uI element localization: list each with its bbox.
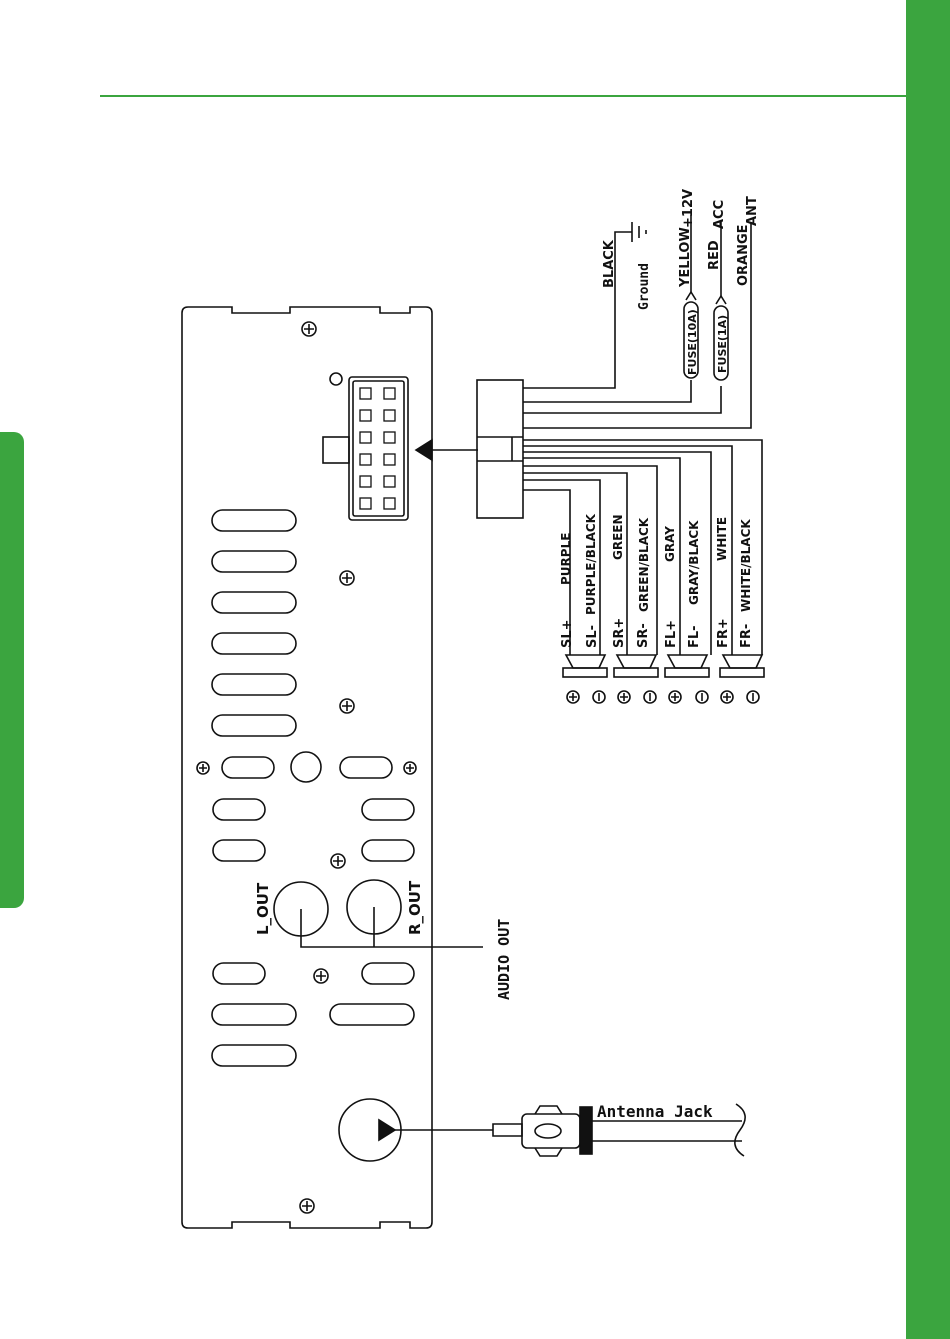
minus-terminal-icon [593, 691, 605, 703]
l-out-label: L_OUT [254, 882, 272, 935]
speaker-icon [563, 655, 607, 677]
antenna-jack-label: Antenna Jack [597, 1102, 713, 1121]
speaker-pos-color-label: GRAY [663, 526, 677, 562]
speaker-neg-term-label: SL- [585, 625, 600, 648]
speaker-neg-term-label: SR- [636, 623, 651, 648]
speaker-icon [720, 655, 764, 677]
speaker-pos-color-label: GREEN [611, 514, 625, 560]
speaker-pos-term-label: FL+ [664, 620, 679, 648]
fuse-1a-label: FUSE(1A) [716, 315, 729, 373]
screw-icon [340, 699, 354, 713]
black-wire-label: BLACK [602, 239, 617, 288]
speaker-pos-color-label: WHITE [715, 517, 729, 561]
speaker-pos-term-label: SL+ [560, 619, 575, 648]
plus-terminal-icon [567, 691, 579, 703]
orange-wire-label: ORANGE [736, 224, 751, 286]
screw-icon [314, 969, 328, 983]
screw-icon [331, 854, 345, 868]
audio-out-jacks [274, 880, 483, 947]
acc-label: ACC [712, 200, 727, 229]
ground-label: Ground [637, 263, 652, 310]
minus-terminal-icon [747, 691, 759, 703]
plus-terminal-icon [669, 691, 681, 703]
vent-slots [212, 510, 414, 1066]
minus-terminal-icon [696, 691, 708, 703]
speaker-icon [614, 655, 658, 677]
speaker-neg-color-label: GRAY/BLACK [687, 520, 701, 605]
plus-terminal-icon [721, 691, 733, 703]
audio-out-label: AUDIO OUT [495, 919, 513, 1000]
fuse-10a-label: FUSE(10A) [686, 309, 699, 375]
plus12v-label: +12V [681, 189, 696, 228]
speaker-neg-term-label: FL- [687, 625, 702, 648]
speaker-icons [563, 655, 764, 677]
plus-terminal-icon [618, 691, 630, 703]
red-wire-label: RED [707, 240, 722, 270]
speaker-neg-color-label: WHITE/BLACK [739, 519, 753, 612]
ant-label: ANT [745, 196, 760, 226]
r-out-label: R_OUT [406, 880, 424, 935]
speaker-pos-color-label: PURPLE [559, 533, 573, 585]
speaker-neg-term-label: FR- [739, 624, 754, 648]
harness-plug [477, 380, 523, 518]
screw-icon [340, 571, 354, 585]
polarity-terminals [567, 691, 759, 703]
minus-terminal-icon [644, 691, 656, 703]
speaker-pos-term-label: SR+ [612, 618, 627, 648]
screw-icon [404, 762, 416, 774]
unit-connector [323, 377, 408, 520]
screw-icons [197, 322, 416, 1213]
screw-icon [302, 322, 316, 336]
head-unit-panel [182, 307, 432, 1228]
speaker-neg-color-label: PURPLE/BLACK [584, 513, 598, 615]
speaker-pos-term-label: FR+ [716, 618, 731, 648]
speaker-neg-color-label: GREEN/BLACK [637, 517, 651, 612]
connector-arrow [416, 440, 478, 460]
screw-icon [300, 1199, 314, 1213]
screw-icon [197, 762, 209, 774]
hole-icon [330, 373, 342, 385]
yellow-wire-label: YELLOW [678, 227, 693, 288]
speaker-icon [665, 655, 709, 677]
